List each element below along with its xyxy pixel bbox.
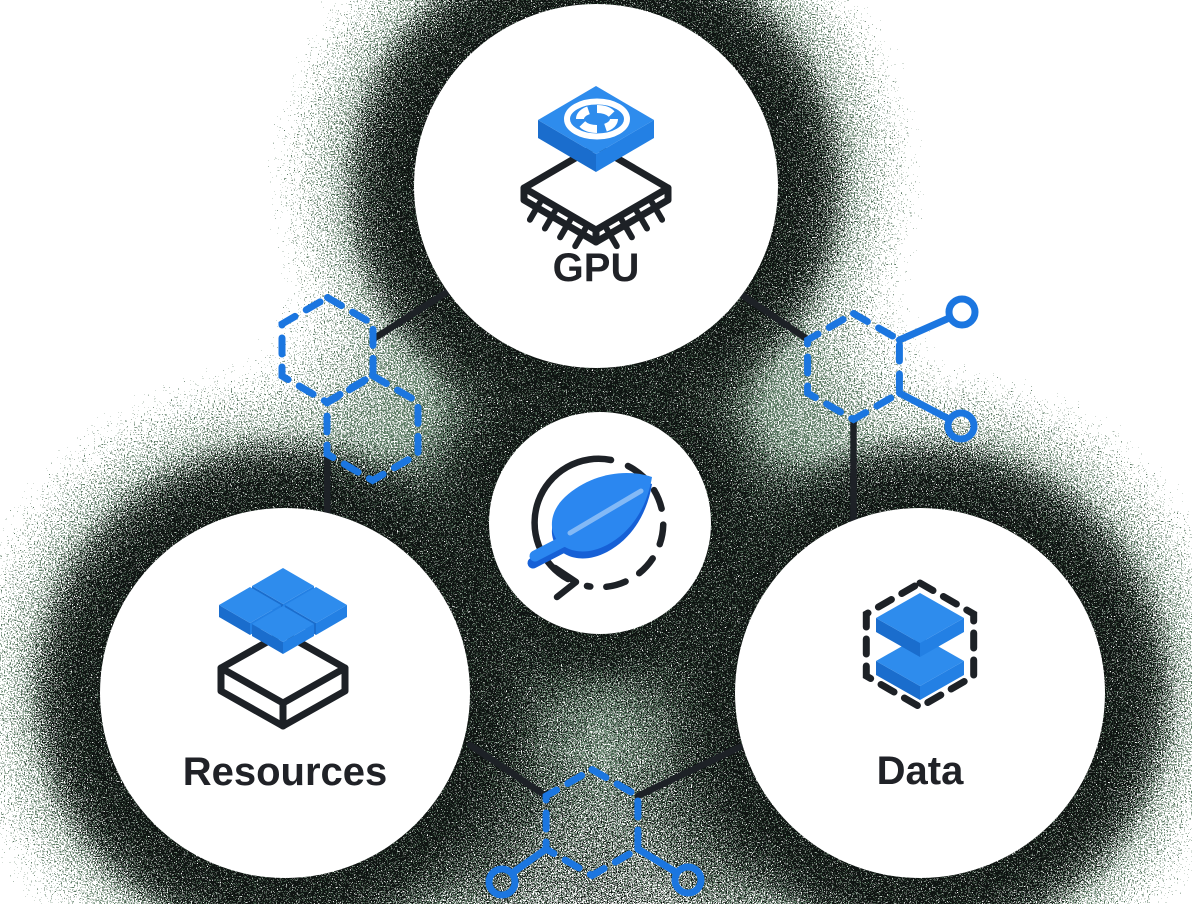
gpu-chip-fan-icon: [520, 86, 672, 250]
refresh-dashed-arc: [583, 462, 667, 591]
molecule-bond: [895, 389, 951, 422]
connector-resources-bottom-hexagon: [466, 741, 550, 800]
gpu-circle: [414, 4, 778, 368]
hexagon-molecule-bottom: [485, 765, 705, 899]
refresh-solid-arc: [531, 455, 615, 583]
node-gpu: GPU: [414, 4, 778, 368]
dashed-hexagon-outline: [862, 578, 978, 712]
gpu-label: GPU: [553, 246, 640, 290]
dashed-hexagon-bottom: [542, 765, 642, 880]
connector-gpu-left-hexagon: [371, 288, 451, 342]
connector-lines: [324, 288, 857, 800]
resources-tiles: [219, 568, 347, 654]
molecule-bond: [511, 845, 550, 875]
node-center-refresh: [489, 412, 711, 634]
data-stack-hexagon-icon: [862, 578, 978, 712]
dashed-hexagon-right: [804, 309, 903, 424]
molecule-bond: [895, 315, 951, 344]
connector-gpu-right-hexagon: [738, 291, 811, 343]
leaf-glyph: [527, 473, 652, 569]
connector-data-bottom-hexagon: [634, 743, 744, 800]
leaf-refresh-icon: [527, 455, 667, 601]
molecule-node-circle: [485, 865, 519, 899]
molecule-bond: [634, 845, 678, 875]
hexagon-cluster-left: [278, 293, 422, 485]
molecule-node-circle: [945, 295, 979, 329]
molecule-node-circle: [671, 863, 705, 897]
data-label: Data: [877, 749, 964, 793]
resources-tiles-box-icon: [217, 568, 349, 730]
hexagon-molecule-right: [804, 295, 979, 443]
dashed-hexagon-left-lower: [323, 371, 422, 485]
resources-label: Resources: [183, 750, 388, 794]
refresh-arrowhead: [551, 564, 580, 601]
molecule-node-circle: [944, 409, 978, 443]
node-resources: Resources: [100, 508, 470, 878]
node-data: Data: [735, 508, 1105, 878]
